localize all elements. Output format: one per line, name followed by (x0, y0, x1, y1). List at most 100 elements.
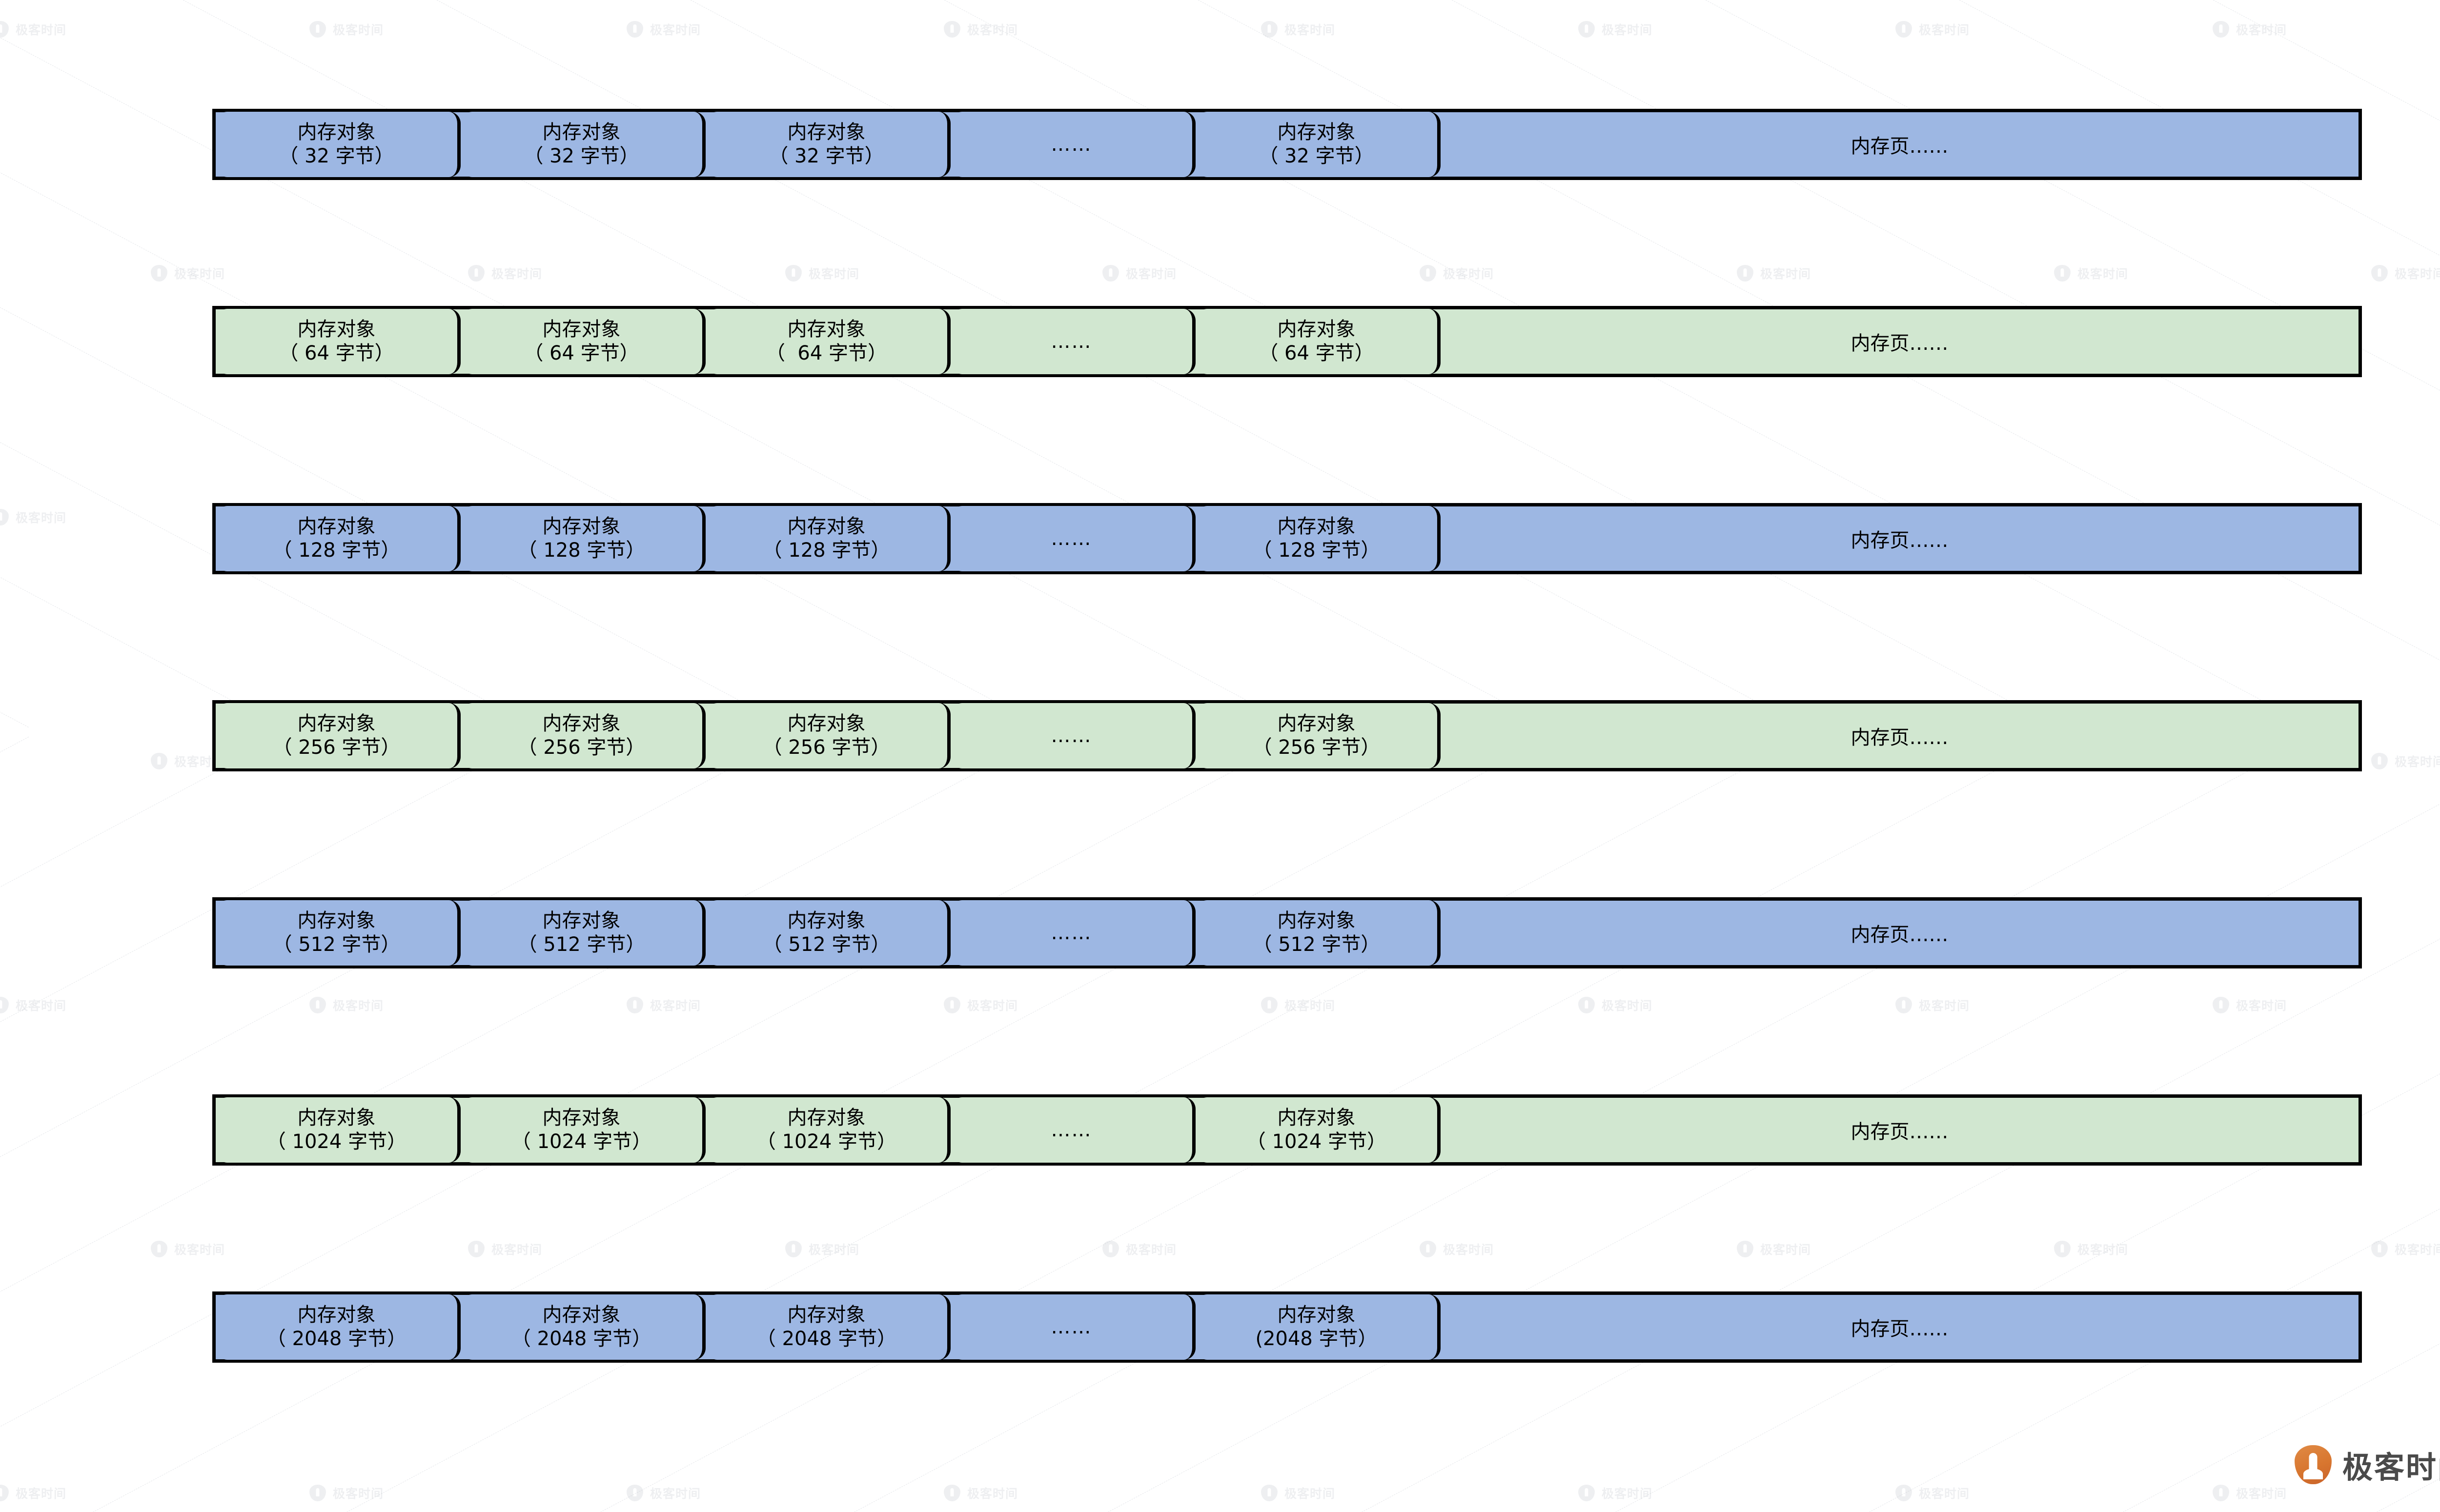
memory-object-cell: 内存对象（ 64 字节） (461, 309, 706, 374)
memory-object-cell: 内存对象（ 1024 字节） (1196, 1097, 1441, 1163)
memory-object-cell: 内存对象（ 256 字节） (461, 703, 706, 768)
ellipsis-cell: …… (951, 1294, 1196, 1360)
memory-object-label: 内存对象 (542, 515, 621, 538)
memory-object-label: 内存对象 (542, 1107, 621, 1129)
memory-object-cell: 内存对象（ 512 字节） (1196, 900, 1441, 966)
memory-object-cell: 内存对象（ 256 字节） (1196, 703, 1441, 768)
memory-object-label: 内存对象 (1277, 515, 1356, 538)
memory-page-region: 内存页…… (1441, 1295, 2359, 1359)
memory-object-size: （ 2048 字节） (756, 1328, 897, 1350)
memory-object-size: （ 128 字节） (1252, 539, 1381, 562)
memory-page-region: 内存页…… (1441, 901, 2359, 965)
memory-object-cell: 内存对象（ 64 字节） (216, 309, 461, 374)
memory-object-cell: 内存对象（ 1024 字节） (216, 1097, 461, 1163)
memory-object-cell: 内存对象（ 512 字节） (706, 900, 951, 966)
memory-object-label: 内存对象 (297, 318, 376, 341)
memory-object-label: 内存对象 (1277, 909, 1356, 932)
memory-object-cell: 内存对象（ 32 字节） (461, 112, 706, 177)
memory-object-cell: 内存对象（ 2048 字节） (706, 1294, 951, 1360)
memory-object-cell: 内存对象（ 512 字节） (461, 900, 706, 966)
memory-object-cell: 内存对象（ 256 字节） (706, 703, 951, 768)
memory-object-size: （ 512 字节） (1252, 933, 1381, 956)
slab-row-512: 内存对象（ 512 字节）内存对象（ 512 字节）内存对象（ 512 字节）…… (212, 897, 2362, 968)
memory-object-label: 内存对象 (1277, 121, 1356, 144)
memory-object-label: 内存对象 (297, 909, 376, 932)
slab-row-256: 内存对象（ 256 字节）内存对象（ 256 字节）内存对象（ 256 字节）…… (212, 700, 2362, 771)
memory-object-cell: 内存对象（ 32 字节） (1196, 112, 1441, 177)
memory-object-size: （ 32 字节） (279, 145, 394, 167)
memory-object-size: (2048 字节） (1255, 1328, 1378, 1350)
memory-object-size: （ 512 字节） (272, 933, 401, 956)
memory-object-size: （ 64 字节） (524, 342, 639, 364)
slab-row-2048: 内存对象（ 2048 字节）内存对象（ 2048 字节）内存对象（ 2048 字… (212, 1291, 2362, 1363)
memory-page-region: 内存页…… (1441, 112, 2359, 177)
memory-object-size: （ 2048 字节） (511, 1328, 652, 1350)
memory-object-label: 内存对象 (1277, 712, 1356, 735)
memory-object-cell: 内存对象（ 64 字节） (1196, 309, 1441, 374)
memory-object-cell: 内存对象（ 512 字节） (216, 900, 461, 966)
memory-object-size: （ 512 字节） (517, 933, 646, 956)
memory-object-label: 内存对象 (542, 1304, 621, 1327)
slab-row-64: 内存对象（ 64 字节）内存对象（ 64 字节）内存对象（ 64 字节）……内存… (212, 306, 2362, 377)
memory-object-label: 内存对象 (787, 515, 866, 538)
slab-row-128: 内存对象（ 128 字节）内存对象（ 128 字节）内存对象（ 128 字节）…… (212, 503, 2362, 574)
memory-object-size: （ 128 字节） (762, 539, 891, 562)
memory-object-size: （ 256 字节） (1252, 736, 1381, 759)
memory-object-size: （ 128 字节） (517, 539, 646, 562)
memory-object-label: 内存对象 (297, 1107, 376, 1129)
memory-object-size: （ 256 字节） (762, 736, 891, 759)
memory-object-cell: 内存对象（ 32 字节） (706, 112, 951, 177)
slab-row-1024: 内存对象（ 1024 字节）内存对象（ 1024 字节）内存对象（ 1024 字… (212, 1094, 2362, 1166)
ellipsis-cell: …… (951, 1097, 1196, 1163)
memory-object-size: （ 32 字节） (769, 145, 884, 167)
slab-row-32: 内存对象（ 32 字节）内存对象（ 32 字节）内存对象（ 32 字节）……内存… (212, 109, 2362, 180)
memory-object-size: （ 512 字节） (762, 933, 891, 956)
memory-object-cell: 内存对象（ 64 字节） (706, 309, 951, 374)
memory-object-label: 内存对象 (787, 712, 866, 735)
memory-object-size: （ 256 字节） (517, 736, 646, 759)
memory-object-label: 内存对象 (542, 121, 621, 144)
memory-object-cell: 内存对象（ 256 字节） (216, 703, 461, 768)
memory-object-cell: 内存对象（ 128 字节） (216, 506, 461, 571)
ellipsis-cell: …… (951, 900, 1196, 966)
memory-object-size: （ 32 字节） (524, 145, 639, 167)
memory-object-size: （ 1024 字节） (266, 1130, 407, 1153)
memory-object-cell: 内存对象（ 128 字节） (461, 506, 706, 571)
ellipsis-cell: …… (951, 703, 1196, 768)
memory-object-label: 内存对象 (297, 712, 376, 735)
memory-object-size: （ 2048 字节） (266, 1328, 407, 1350)
memory-object-size: （ 1024 字节） (1246, 1130, 1387, 1153)
memory-object-size: （ 128 字节） (272, 539, 401, 562)
memory-object-size: （ 64 字节） (765, 342, 888, 364)
memory-object-size: （ 32 字节） (1259, 145, 1374, 167)
memory-object-label: 内存对象 (542, 712, 621, 735)
memory-page-region: 内存页…… (1441, 309, 2359, 374)
memory-object-size: （ 1024 字节） (756, 1130, 897, 1153)
memory-page-region: 内存页…… (1441, 704, 2359, 768)
memory-object-cell: 内存对象（ 128 字节） (706, 506, 951, 571)
memory-object-label: 内存对象 (297, 121, 376, 144)
memory-object-label: 内存对象 (542, 909, 621, 932)
memory-object-cell: 内存对象（ 1024 字节） (706, 1097, 951, 1163)
memory-object-label: 内存对象 (787, 909, 866, 932)
memory-object-label: 内存对象 (542, 318, 621, 341)
ellipsis-cell: …… (951, 506, 1196, 571)
memory-object-cell: 内存对象（ 32 字节） (216, 112, 461, 177)
memory-object-label: 内存对象 (1277, 1304, 1356, 1327)
memory-object-size: （ 256 字节） (272, 736, 401, 759)
memory-object-size: （ 1024 字节） (511, 1130, 652, 1153)
ellipsis-cell: …… (951, 112, 1196, 177)
memory-object-size: （ 64 字节） (1259, 342, 1374, 364)
memory-object-label: 内存对象 (787, 1107, 866, 1129)
memory-object-cell: 内存对象(2048 字节） (1196, 1294, 1441, 1360)
memory-object-cell: 内存对象（ 128 字节） (1196, 506, 1441, 571)
memory-object-label: 内存对象 (1277, 318, 1356, 341)
brand-name: 极客时间 (2342, 1450, 2440, 1485)
memory-page-region: 内存页…… (1441, 506, 2359, 571)
memory-object-size: （ 64 字节） (279, 342, 394, 364)
brand-logo: 极客时间 (2294, 1443, 2440, 1487)
memory-object-label: 内存对象 (787, 1304, 866, 1327)
memory-object-label: 内存对象 (297, 515, 376, 538)
memory-object-cell: 内存对象（ 1024 字节） (461, 1097, 706, 1163)
